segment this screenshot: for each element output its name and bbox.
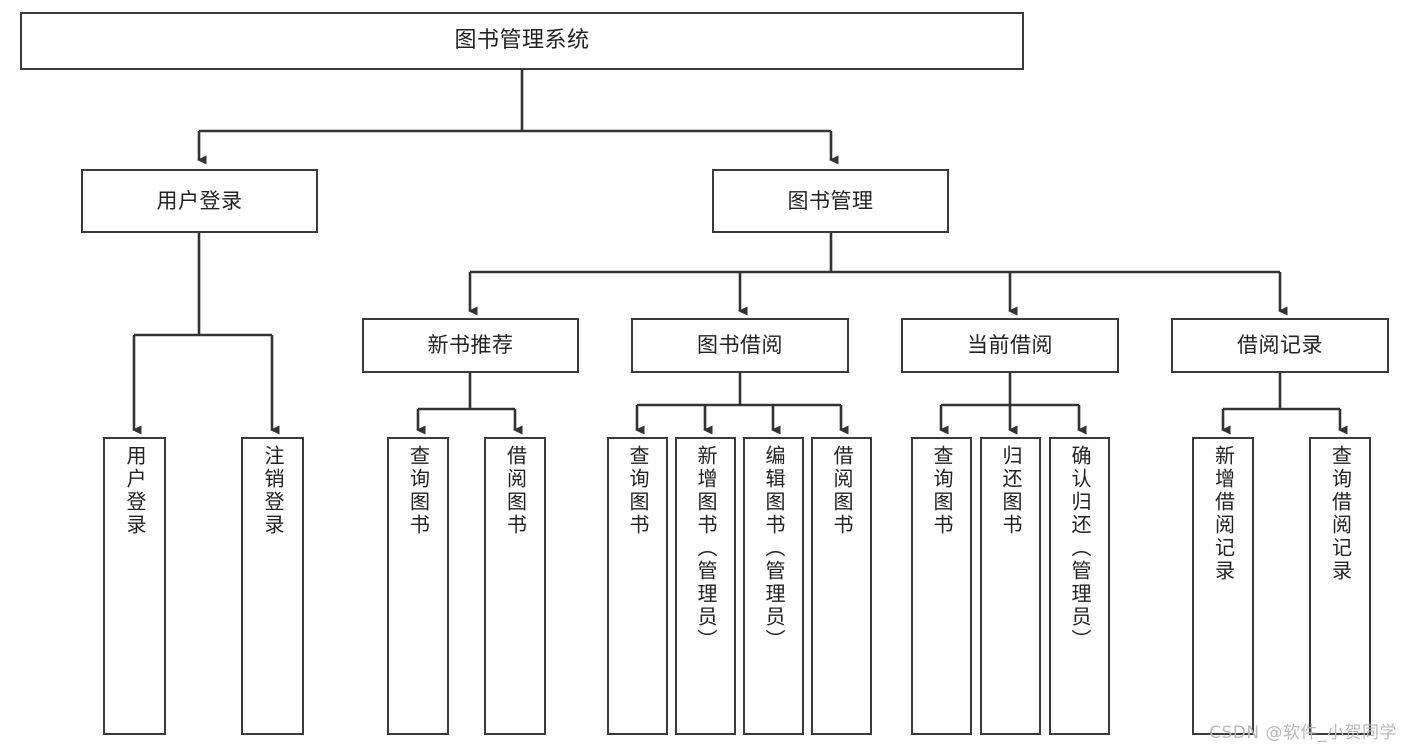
leaf-borrow-record-query[interactable]: 查询借阅记录 xyxy=(1309,437,1371,735)
leaf-user-login-logout[interactable]: 注销登录 xyxy=(241,437,304,735)
node-label: 查询图书 xyxy=(626,445,650,537)
node-book-borrow[interactable]: 图书借阅 xyxy=(631,318,849,373)
node-label: 图书管理 xyxy=(787,188,874,213)
node-label: 用户登录 xyxy=(123,445,147,537)
leaf-book-borrow-edit[interactable]: 编辑图书（管理员） xyxy=(743,437,804,735)
leaf-current-borrow-return[interactable]: 归还图书 xyxy=(980,437,1041,735)
node-root-library-system[interactable]: 图书管理系统 xyxy=(20,12,1024,70)
node-label: 查询借阅记录 xyxy=(1328,445,1353,583)
node-new-book-recommend[interactable]: 新书推荐 xyxy=(362,318,579,373)
leaf-book-borrow-borrow[interactable]: 借阅图书 xyxy=(811,437,872,735)
node-label: 借阅图书 xyxy=(503,445,528,537)
leaf-new-book-borrow[interactable]: 借阅图书 xyxy=(484,437,546,735)
node-borrow-record[interactable]: 借阅记录 xyxy=(1171,318,1389,373)
node-label: 注销登录 xyxy=(261,445,285,537)
node-user-login[interactable]: 用户登录 xyxy=(81,169,318,233)
leaf-current-borrow-query[interactable]: 查询图书 xyxy=(911,437,972,735)
node-label: 查询图书 xyxy=(930,445,954,537)
leaf-new-book-query[interactable]: 查询图书 xyxy=(387,437,449,735)
node-current-borrow[interactable]: 当前借阅 xyxy=(901,318,1119,373)
leaf-book-borrow-add[interactable]: 新增图书（管理员） xyxy=(675,437,736,735)
leaf-borrow-record-add[interactable]: 新增借阅记录 xyxy=(1192,437,1254,735)
node-label: 用户登录 xyxy=(156,188,243,213)
node-label: 借阅记录 xyxy=(1237,333,1323,358)
node-label: 新增借阅记录 xyxy=(1211,445,1236,583)
node-label: 新书推荐 xyxy=(427,333,514,358)
leaf-current-borrow-confirm-return[interactable]: 确认归还（管理员） xyxy=(1049,437,1110,735)
leaf-user-login-login[interactable]: 用户登录 xyxy=(103,437,166,735)
node-label: 编辑图书（管理员） xyxy=(762,445,786,652)
node-label: 查询图书 xyxy=(406,445,431,537)
node-label: 当前借阅 xyxy=(967,333,1053,358)
node-book-management[interactable]: 图书管理 xyxy=(712,169,949,233)
node-label: 借阅图书 xyxy=(830,445,854,537)
node-label: 归还图书 xyxy=(999,445,1023,537)
node-label: 新增图书（管理员） xyxy=(694,445,718,652)
node-label: 图书借阅 xyxy=(697,333,783,358)
node-label: 图书管理系统 xyxy=(454,28,590,54)
leaf-book-borrow-query[interactable]: 查询图书 xyxy=(607,437,668,735)
node-label: 确认归还（管理员） xyxy=(1068,445,1092,652)
watermark-text: CSDN @软件_小贺同学 xyxy=(1209,723,1397,743)
